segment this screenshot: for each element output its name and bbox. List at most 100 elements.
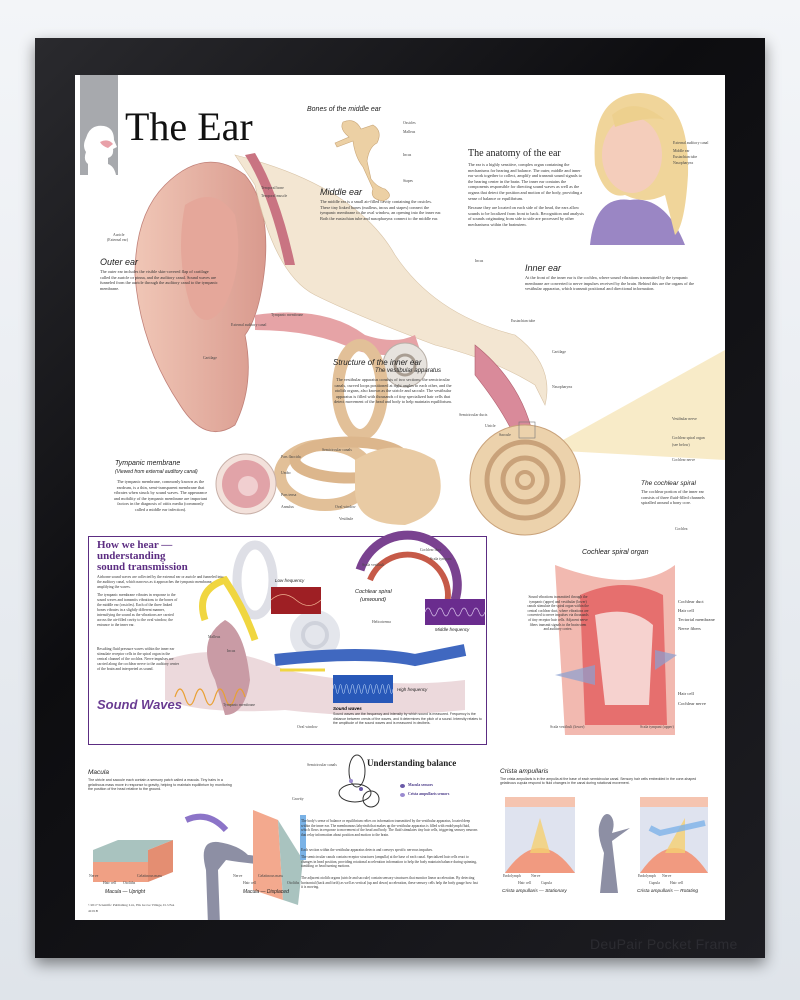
label-helicotrema: Helicotrema	[372, 620, 391, 624]
sound-waves-text: Sound waves are the frequency and intens…	[333, 712, 482, 726]
macula-illustration	[93, 810, 306, 920]
label-stapes: Stapes	[403, 179, 413, 183]
label-see-below: (see below)	[672, 443, 690, 447]
legend-macula-sensors: Macula sensors	[408, 783, 433, 787]
semicircular-canals-diagram	[338, 754, 380, 808]
macula-heading: Macula	[88, 769, 109, 776]
inner-ear-text: At the front of the inner ear is the coc…	[525, 275, 694, 292]
label-hair-cell-m2: Hair cell	[243, 881, 257, 885]
label-hair-cell-c2: Hair cell	[670, 881, 684, 885]
label-scala-vestibuli-lower: Scala vestibuli (lower)	[550, 725, 585, 729]
anatomy-text-1: The ear is a highly sensitive, complex o…	[468, 162, 583, 201]
ossicles-illustration	[334, 120, 390, 202]
structure-text: The vestibular apparatus consists of two…	[334, 377, 452, 405]
anatomy-heading: The anatomy of the ear	[468, 148, 561, 159]
label-auricle: Auricle	[113, 233, 125, 237]
crista-stationary-caption: Crista ampullaris — Stationary	[502, 889, 567, 894]
balance-text-1: The body's sense of balance or equilibri…	[301, 819, 478, 837]
label-cochlear-duct-2: Cochlear duct	[678, 599, 704, 604]
label-incus: Incus	[403, 153, 412, 157]
legend-crista-sensors: Crista ampullaris sensors	[408, 792, 450, 796]
label-gelatinous-mass: Gelatinous mass	[137, 874, 162, 878]
label-hair-cell-2: Hair cell	[678, 691, 694, 696]
label-oval-window-2: Oval window	[297, 725, 318, 729]
how-we-hear-heading-line-1: How we hear —	[97, 539, 173, 551]
vestibular-cochlea-illustration	[274, 339, 725, 536]
head-silhouette-icon	[84, 125, 117, 175]
label-pars-tensa: Pars tensa	[281, 493, 297, 497]
label-ossicles: Ossicles	[403, 121, 416, 125]
label-temporal-bone: Temporal bone	[261, 186, 284, 190]
how-we-hear-text-2: The tympanic membrane vibrates in respon…	[97, 593, 178, 627]
product-code: 4C01B	[88, 909, 98, 913]
label-vestibule: Vestibule	[339, 517, 354, 521]
label-nerve-c: Nerve	[531, 874, 541, 878]
label-malleus-2: Malleus	[208, 635, 221, 639]
how-we-hear-panel	[88, 536, 487, 745]
label-scala-vestibuli: Scala vestibuli	[362, 563, 385, 567]
spiral-organ-heading: Cochlear spiral organ	[582, 549, 649, 556]
structure-subheading: The vestibular apparatus	[375, 368, 442, 374]
macula-sensors-swatch	[400, 784, 405, 788]
label-semicircular-canals-2: Semicircular canals	[307, 763, 337, 767]
crista-sensors-swatch	[400, 793, 405, 797]
macula-text: The utricle and saccule each contain a s…	[88, 778, 232, 791]
girl-portrait-illustration	[590, 93, 689, 245]
label-auricle-sub: (External ear)	[107, 238, 128, 242]
crista-rotating-caption: Crista ampullaris — Rotating	[637, 889, 699, 894]
label-hair-cell-m: Hair cell	[103, 881, 117, 885]
middle-frequency-wave	[424, 599, 486, 625]
label-eustachian-tube-2: Eustachian tube	[673, 155, 698, 159]
label-nerve-fibers: Nerve fibers	[678, 626, 701, 631]
anatomy-text-2: Because they are located on each side of…	[468, 205, 584, 227]
cochlear-spiral-organ-illustration	[555, 565, 677, 735]
low-frequency-wave	[270, 587, 322, 614]
label-cartilage: Cartilage	[203, 356, 217, 360]
how-we-hear-heading-line-3: sound transmission	[97, 561, 188, 573]
label-incus-2: Incus	[227, 649, 236, 653]
label-cupula-2: Cupula	[649, 881, 660, 885]
label-pars-flaccida: Pars flaccida	[281, 455, 301, 459]
cochlear-spiral-text: The cochlear portion of the inner ear co…	[641, 489, 705, 506]
label-otoliths: Otoliths	[123, 881, 136, 885]
how-we-hear-text-1: Airborne sound waves are collected by th…	[97, 575, 224, 589]
balance-text-4: The adjacent otolith organs (utricle and…	[301, 876, 478, 890]
label-malleus: Malleus	[403, 130, 416, 134]
label-vestibular-nerve: Vestibular nerve	[672, 417, 697, 421]
label-umbo: Umbo	[281, 471, 291, 475]
cochlear-spiral-unwound-sub: (unwound)	[360, 597, 386, 603]
label-nerve-c2: Nerve	[662, 874, 672, 878]
label-nerve: Nerve	[89, 874, 99, 878]
label-nerve-2: Nerve	[233, 874, 243, 878]
label-cochlear-nerve: Cochlear nerve	[672, 458, 696, 462]
label-middle-frequency: Middle frequency	[435, 627, 470, 632]
label-incus-ear: Incus	[475, 259, 484, 263]
label-hair-cell-c: Hair cell	[518, 881, 532, 885]
label-tympanic-membrane: Tympanic membrane	[271, 313, 304, 317]
label-endolymph: Endolymph	[503, 874, 521, 878]
label-tectorial-membrane: Tectorial membrane	[678, 617, 715, 622]
cochlear-spiral-unwound-label: Cochlear spiral	[355, 589, 392, 595]
label-cochlea: Cochlea	[675, 527, 688, 531]
label-endolymph-2: Endolymph	[638, 874, 656, 878]
label-eustachian-tube: Eustachian tube	[511, 319, 536, 323]
label-high-frequency: High frequency	[397, 687, 428, 692]
label-tympanic-membrane-2: Tympanic membrane	[223, 703, 256, 707]
middle-ear-heading: Middle ear	[320, 187, 363, 197]
label-scala-tympani-upper: Scala tympani (upper)	[640, 725, 674, 729]
spiral-organ-text: Sound vibrations transmitted through the…	[527, 595, 589, 632]
label-gravity: Gravity	[292, 797, 304, 801]
label-cupula: Cupula	[541, 881, 552, 885]
label-nasopharynx: Nasopharynx	[552, 385, 573, 389]
sound-waves-heading: Sound waves	[333, 706, 362, 711]
outer-ear-text: The outer ear includes the visible skin-…	[100, 269, 218, 291]
label-saccule: Saccule	[499, 433, 511, 437]
label-semicircular-canals: Semicircular canals	[322, 448, 352, 452]
poster-title: The Ear	[125, 104, 253, 149]
high-frequency-wave	[332, 675, 394, 703]
ear-cross-section-illustration	[134, 153, 548, 466]
tympanic-heading: Tympanic membrane	[115, 460, 181, 467]
crista-text: The crista ampullaris is in the ampulla …	[500, 777, 697, 786]
label-external-auditory-canal: External auditory canal	[231, 323, 267, 327]
sound-waves-title: Sound Waves	[97, 697, 183, 712]
